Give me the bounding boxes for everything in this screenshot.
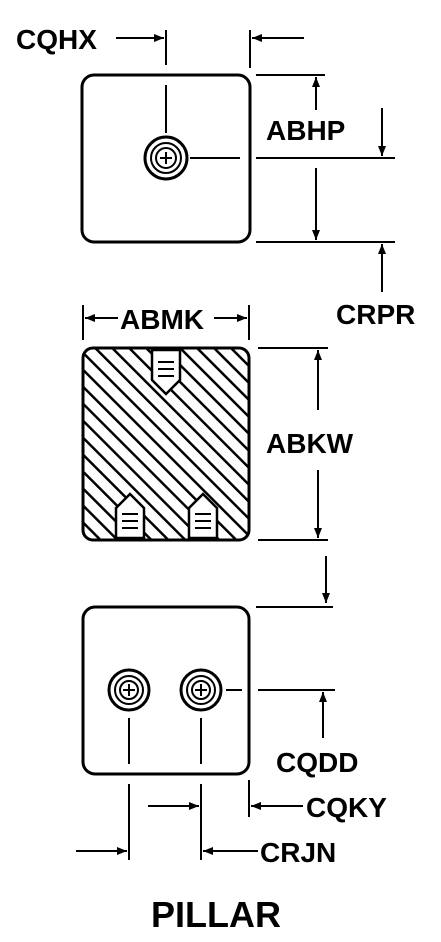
bottom-right-screw-icon	[179, 668, 223, 712]
label-cqhx: CQHX	[16, 24, 97, 55]
label-abhp: ABHP	[266, 115, 345, 146]
bottom-view-body	[81, 605, 251, 776]
bottom-view	[81, 605, 333, 776]
bottom-right-insert-icon	[187, 492, 219, 540]
label-crjn: CRJN	[260, 837, 336, 868]
top-insert-icon	[150, 348, 182, 396]
abmk-dimension: ABMK	[82, 304, 250, 340]
cqhx-dimension: CQHX	[16, 24, 304, 68]
section-view	[81, 346, 251, 542]
crpr-dimension: CRPR	[336, 244, 415, 330]
abhp-dimension: ABHP	[256, 74, 395, 243]
label-abkw: ABKW	[266, 428, 354, 459]
label-crpr: CRPR	[336, 299, 415, 330]
top-screw-icon	[143, 135, 189, 181]
bottom-left-screw-icon	[107, 668, 151, 712]
label-cqdd: CQDD	[276, 747, 358, 778]
bottom-left-insert-icon	[114, 492, 146, 540]
cqdd-dimension: CQDD	[258, 689, 358, 778]
crjn-dimension: CRJN	[76, 784, 336, 868]
label-abmk: ABMK	[120, 304, 204, 335]
section-view-body	[81, 346, 251, 542]
cqky-dimension: CQKY	[248, 780, 387, 823]
label-cqky: CQKY	[306, 792, 387, 823]
abkw-dimension: ABKW	[258, 347, 354, 541]
drawing-title: PILLAR	[151, 894, 281, 935]
top-view	[80, 73, 252, 244]
